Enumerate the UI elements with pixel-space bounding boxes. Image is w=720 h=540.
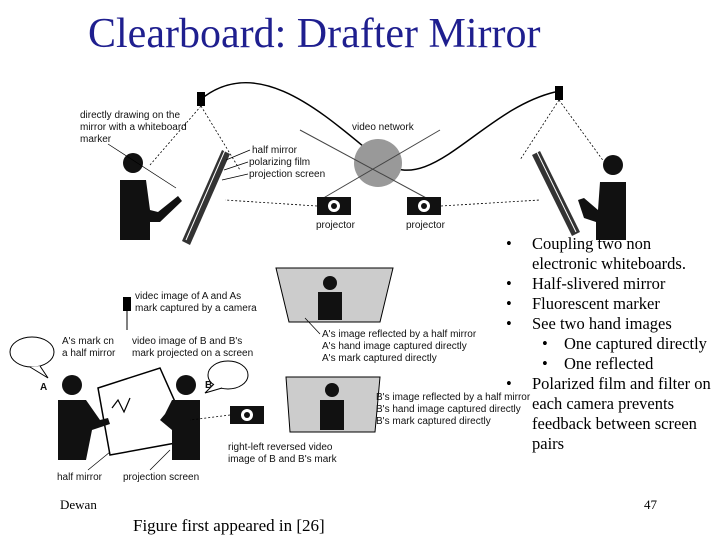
label-person-b: B bbox=[205, 380, 212, 391]
label-bottom-half-mirror: half mirror bbox=[57, 472, 103, 483]
speech-bubble-a bbox=[9, 336, 55, 368]
label-video-b-1: video image of B and B's bbox=[132, 336, 242, 347]
network-globe bbox=[354, 139, 402, 187]
person-b-head bbox=[176, 375, 196, 395]
label-projector-left: projector bbox=[316, 220, 356, 231]
page-number: 47 bbox=[644, 497, 657, 512]
label-polarizing-film: polarizing film bbox=[249, 157, 310, 168]
bullet-item: Half-slivered mirror bbox=[500, 274, 715, 294]
label-reversed-1: right-left reversed video bbox=[228, 442, 333, 453]
label-drawing-3: marker bbox=[80, 134, 112, 145]
label-b-reflect-2: B's hand image captured directly bbox=[376, 404, 521, 415]
person-top-left-head bbox=[123, 153, 143, 173]
sub-bullet-item: One captured directly bbox=[500, 334, 715, 354]
bullet-item: Coupling two non electronic whiteboards. bbox=[500, 234, 715, 274]
label-as-mark-2: a half mirror bbox=[62, 348, 116, 359]
label-as-mark-1: A's mark cn bbox=[62, 336, 114, 347]
bullet-list: Coupling two non electronic whiteboards.… bbox=[500, 234, 715, 454]
footer-author: Dewan bbox=[60, 497, 97, 512]
person-top-right-head bbox=[603, 155, 623, 175]
label-b-reflect-1: B's image reflected by a half mirror bbox=[376, 392, 531, 403]
person-a-head bbox=[62, 375, 82, 395]
label-projector-right: projector bbox=[406, 220, 446, 231]
camera-bottom bbox=[123, 297, 131, 311]
label-a-reflect-2: A's hand image captured directly bbox=[322, 341, 467, 352]
bullet-item: Polarized film and filter on each camera… bbox=[500, 374, 715, 454]
person-top-left-body bbox=[120, 180, 182, 240]
label-video-network: video network bbox=[352, 122, 415, 133]
label-b-reflect-3: B's mark captured directly bbox=[376, 416, 491, 427]
label-drawing-1: directly drawing on the bbox=[80, 110, 180, 121]
label-a-reflect-1: A's image reflected by a half mirror bbox=[322, 329, 477, 340]
label-drawing-2: mirror with a whiteboard bbox=[80, 122, 187, 133]
label-person-a: A bbox=[40, 382, 47, 393]
label-half-mirror: half mirror bbox=[252, 145, 298, 156]
speech-bubble-b bbox=[207, 360, 249, 390]
person-b-body bbox=[160, 400, 200, 460]
person-a-body bbox=[58, 400, 110, 460]
figure-caption: Figure first appeared in [26] bbox=[133, 516, 325, 535]
bullet-item: See two hand images bbox=[500, 314, 715, 334]
sub-bullet-item: One reflected bbox=[500, 354, 715, 374]
mirror-board-right bbox=[532, 151, 580, 236]
camera-right bbox=[555, 86, 563, 100]
bullet-item: Fluorescent marker bbox=[500, 294, 715, 314]
person-top-right-body bbox=[578, 182, 626, 240]
label-video-a-1: videc image of A and As bbox=[135, 291, 241, 302]
label-video-a-2: mark captured by a camera bbox=[135, 303, 257, 314]
label-a-reflect-3: A's mark captured directly bbox=[322, 353, 437, 364]
camera-left bbox=[197, 92, 205, 106]
label-bottom-projection-screen: projection screen bbox=[123, 472, 199, 483]
label-projection-screen: projection screen bbox=[249, 169, 325, 180]
slide-title: Clearboard: Drafter Mirror bbox=[88, 11, 541, 57]
mirror-board-left bbox=[182, 150, 230, 245]
label-video-b-2: mark projected on a screen bbox=[132, 348, 253, 359]
label-reversed-2: image of B and B's mark bbox=[228, 454, 338, 465]
